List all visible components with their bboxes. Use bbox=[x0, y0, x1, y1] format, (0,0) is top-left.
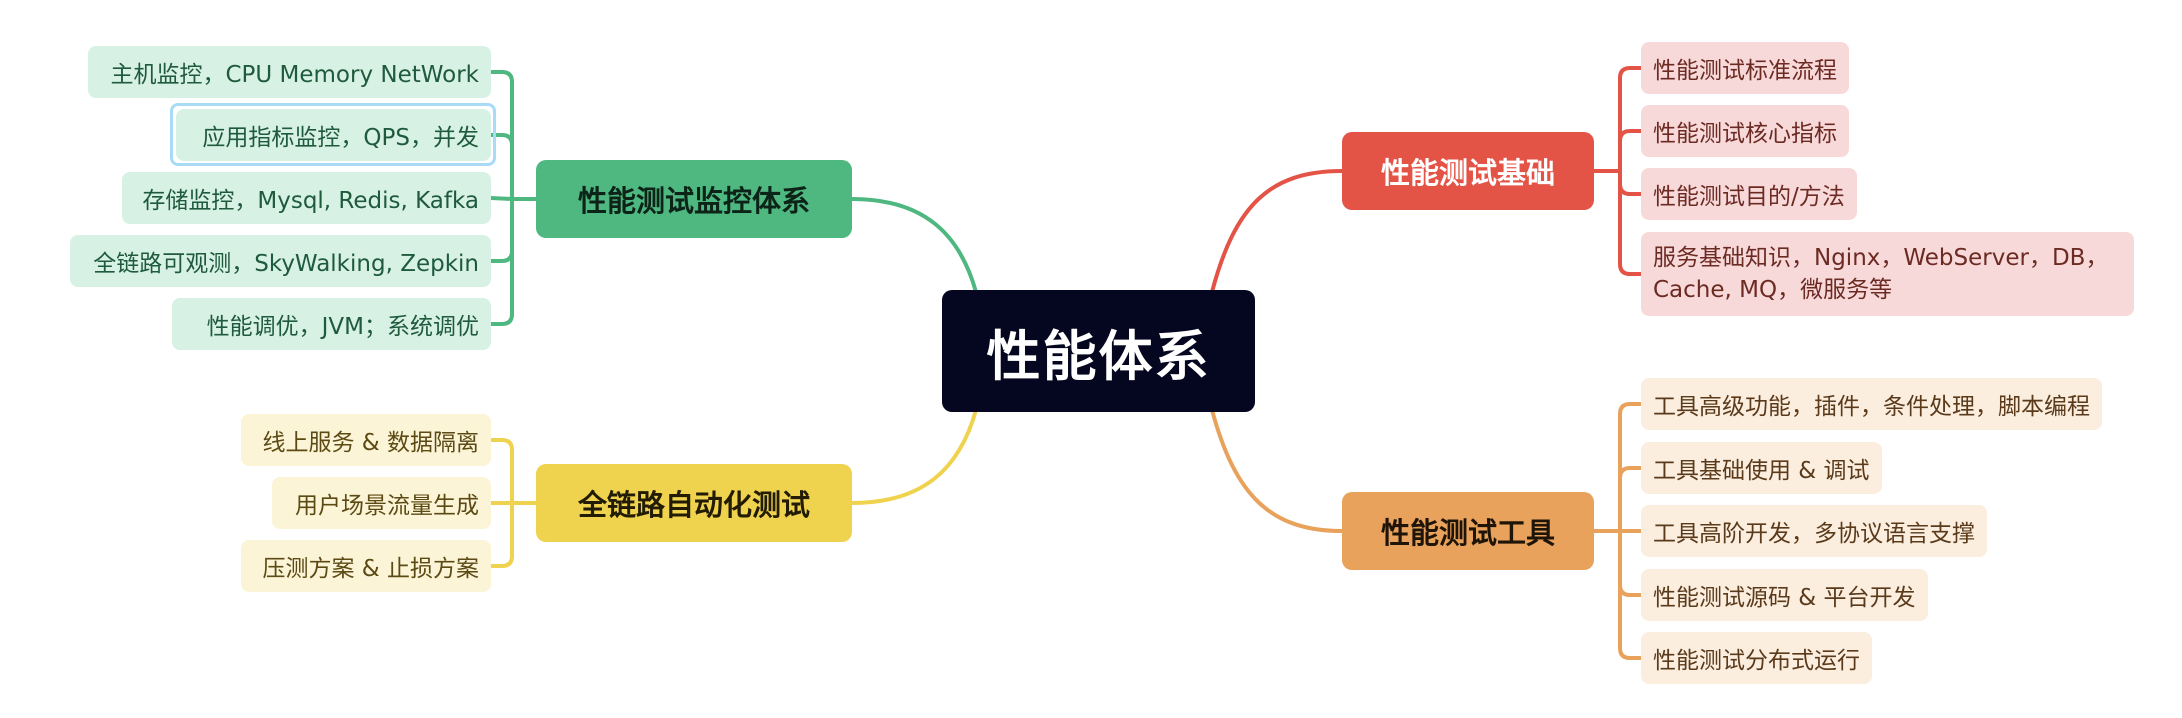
connector-monitoring-leaf-5 bbox=[489, 197, 514, 326]
leaf-node-fulllink-3[interactable]: 压测方案 & 止损方案 bbox=[241, 540, 491, 592]
leaf-node-tools-4[interactable]: 性能测试源码 & 平台开发 bbox=[1641, 569, 1928, 621]
connector-basics-leaf-4 bbox=[1618, 169, 1643, 276]
leaf-node-monitoring-3[interactable]: 存储监控，Mysql, Redis, Kafka bbox=[122, 172, 491, 224]
connector-basics-leaf-2 bbox=[1618, 129, 1643, 173]
leaf-node-monitoring-4[interactable]: 全链路可观测，SkyWalking, Zepkin bbox=[70, 235, 491, 287]
connector-basics-leaf-1 bbox=[1618, 66, 1643, 173]
connector-monitoring-leaf-2 bbox=[489, 133, 514, 201]
leaf-node-fulllink-1[interactable]: 线上服务 & 数据隔离 bbox=[241, 414, 491, 466]
connector-root-basics bbox=[1210, 169, 1344, 294]
selection-highlight bbox=[170, 103, 496, 166]
connector-monitoring-leaf-3 bbox=[489, 196, 514, 201]
connector-root-fulllink bbox=[850, 408, 978, 505]
leaf-node-basics-4[interactable]: 服务基础知识，Nginx，WebServer，DB，Cache, MQ，微服务等 bbox=[1641, 232, 2134, 316]
leaf-node-tools-2[interactable]: 工具基础使用 & 调试 bbox=[1641, 442, 1882, 494]
connector-tools-leaf-2 bbox=[1618, 466, 1643, 533]
branch-node-tools[interactable]: 性能测试工具 bbox=[1342, 492, 1594, 570]
branch-node-basics[interactable]: 性能测试基础 bbox=[1342, 132, 1594, 210]
leaf-node-monitoring-1[interactable]: 主机监控，CPU Memory NetWork bbox=[88, 46, 491, 98]
branch-node-fulllink[interactable]: 全链路自动化测试 bbox=[536, 464, 852, 542]
leaf-node-tools-1[interactable]: 工具高级功能，插件，条件处理，脚本编程 bbox=[1641, 378, 2102, 430]
connector-root-tools bbox=[1210, 408, 1344, 533]
leaf-node-basics-1[interactable]: 性能测试标准流程 bbox=[1641, 42, 1849, 94]
leaf-node-tools-5[interactable]: 性能测试分布式运行 bbox=[1641, 632, 1872, 684]
root-node[interactable]: 性能体系 bbox=[942, 290, 1255, 412]
branch-node-monitoring[interactable]: 性能测试监控体系 bbox=[536, 160, 852, 238]
connector-fulllink-leaf-1 bbox=[489, 438, 514, 505]
leaf-node-fulllink-2[interactable]: 用户场景流量生成 bbox=[272, 477, 491, 529]
leaf-node-basics-2[interactable]: 性能测试核心指标 bbox=[1641, 105, 1849, 157]
connector-tools-leaf-5 bbox=[1618, 529, 1643, 660]
leaf-node-monitoring-5[interactable]: 性能调优，JVM；系统调优 bbox=[172, 298, 491, 350]
connector-tools-leaf-1 bbox=[1618, 402, 1643, 533]
connector-monitoring-leaf-1 bbox=[489, 70, 514, 201]
connector-root-monitoring bbox=[850, 197, 978, 294]
leaf-node-monitoring-2[interactable]: 应用指标监控，QPS，并发 bbox=[176, 109, 491, 161]
leaf-node-basics-3[interactable]: 性能测试目的/方法 bbox=[1641, 168, 1857, 220]
leaf-node-tools-3[interactable]: 工具高阶开发，多协议语言支撑 bbox=[1641, 505, 1987, 557]
connector-fulllink-leaf-3 bbox=[489, 501, 514, 568]
